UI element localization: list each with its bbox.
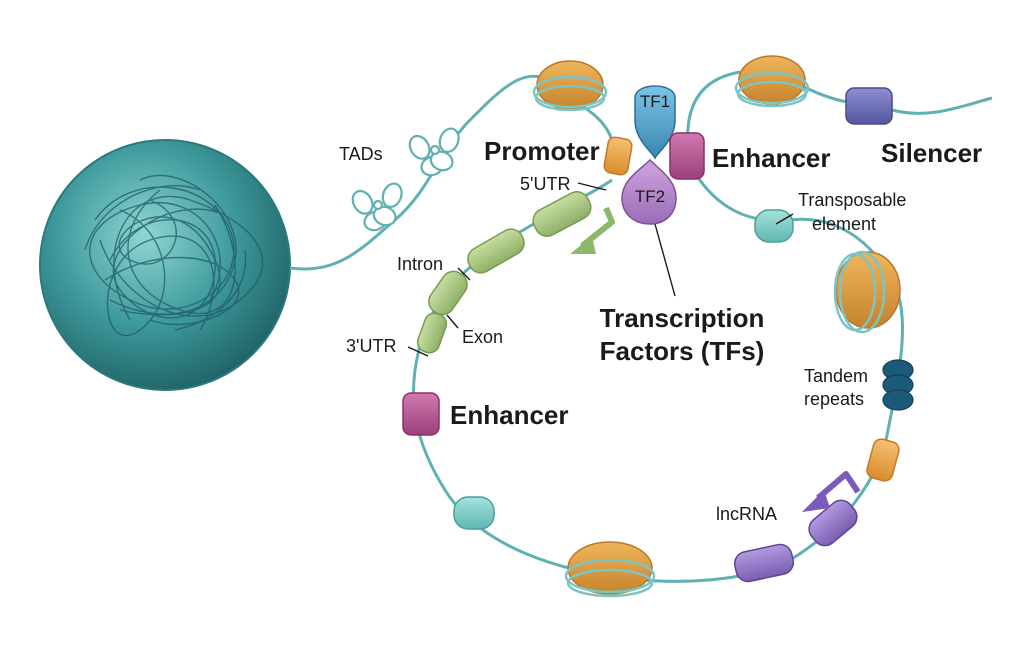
lncrna-arrow-icon	[802, 471, 861, 512]
lncrna-elements	[733, 499, 858, 583]
exon-elements	[416, 191, 592, 354]
silencer-element	[845, 87, 893, 125]
leader-lines	[407, 182, 794, 357]
tf2-protein	[621, 158, 677, 225]
enhancer-left-label: Enhancer	[450, 400, 569, 430]
utr5-label: 5'UTR	[520, 174, 570, 194]
enhancer-left-element	[402, 392, 440, 436]
tf2-label: TF2	[635, 187, 665, 206]
utr3-label: 3'UTR	[346, 336, 396, 356]
nucleus	[39, 139, 291, 391]
tf1-protein	[634, 85, 676, 160]
tss-arrow-icon	[570, 206, 615, 254]
lncrna-label: lncRNA	[716, 504, 777, 524]
nucleosome-right	[833, 250, 901, 334]
tf-title-line2: Factors (TFs)	[600, 336, 765, 366]
nucleosome-bottom	[564, 541, 656, 598]
nucleosome-top-left	[532, 60, 608, 112]
transposable-label-line2: element	[812, 214, 876, 234]
tf1-label: TF1	[640, 92, 670, 111]
promoter-label: Promoter	[484, 136, 600, 166]
tads-label: TADs	[339, 144, 383, 164]
tf-title-line1: Transcription	[600, 303, 765, 333]
enhancer-top-label: Enhancer	[712, 143, 831, 173]
chromatin-tangle	[84, 174, 264, 337]
exon-label: Exon	[462, 327, 503, 347]
tads-icon	[351, 127, 460, 232]
transposable-label-line1: Transposable	[798, 190, 906, 210]
transposable-element-bottom	[453, 496, 495, 530]
promoter-element	[603, 136, 633, 176]
tandem-label-line1: Tandem	[804, 366, 868, 386]
promoter-lncrna-element	[866, 438, 900, 482]
enhancer-top-element	[669, 132, 705, 180]
intron-label: Intron	[397, 254, 443, 274]
transposable-element-right	[754, 209, 794, 243]
tandem-label-line2: repeats	[804, 389, 864, 409]
nucleosome-top-right	[734, 55, 810, 108]
silencer-label: Silencer	[881, 138, 982, 168]
tandem-repeats-element	[882, 359, 914, 411]
